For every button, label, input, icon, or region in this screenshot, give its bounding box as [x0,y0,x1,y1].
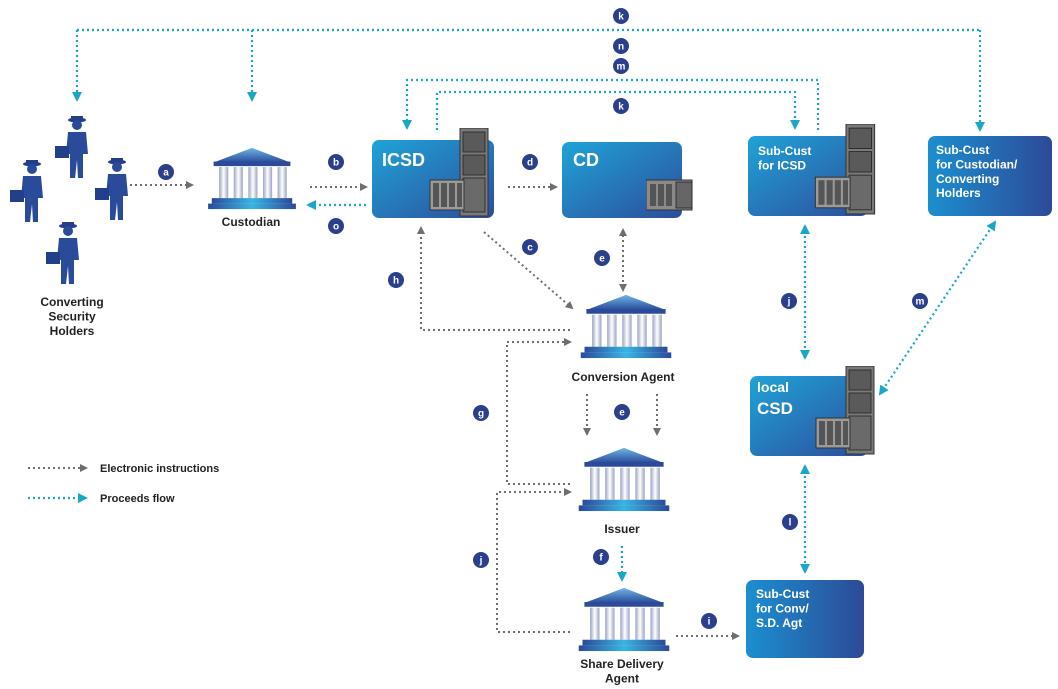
label-line: Sub-Cust [758,144,811,158]
badge-m-right: m [912,293,928,309]
svg-text:f: f [599,553,603,564]
proceeds-line-k-inner [435,90,800,130]
label-line: Share Delivery [580,657,664,671]
svg-text:m: m [916,297,925,308]
proceeds-line-k-top [72,28,985,132]
badge-d: d [522,154,538,170]
badge-e-mid: e [614,404,630,420]
label-line: S.D. Agt [756,616,802,630]
businessman-icon [46,222,79,284]
legend-electronic-label: Electronic instructions [100,463,219,475]
issuer-label: Issuer [604,522,640,536]
svg-text:j: j [787,297,791,308]
svg-text:e: e [619,408,625,419]
conversion-agent-label: Conversion Agent [572,370,675,384]
badge-j-left: j [473,552,489,568]
electronic-arrow-c [483,231,574,310]
issuer-node: Issuer [578,447,670,536]
svg-text:d: d [527,158,533,169]
local-csd-label-1: local [757,379,789,395]
badge-c: c [522,239,538,255]
bank-building-icon [580,294,672,359]
legend-proceeds-label: Proceeds flow [100,493,175,505]
badge-k-inner: k [613,98,629,114]
label-line: Holders [50,324,95,338]
local-csd-label-2: CSD [757,399,793,418]
label-line: Sub-Cust [936,143,989,157]
proceeds-arrow-m-right [878,220,997,396]
badge-n: n [613,38,629,54]
proceeds-line-m-top [402,78,820,130]
badge-g: g [473,405,489,421]
label-line: for Custodian/ [936,157,1018,171]
badge-f: f [593,549,609,565]
badge-e-top: e [594,250,610,266]
electronic-arrow-h [417,226,570,331]
icsd-label: ICSD [382,150,425,170]
svg-text:a: a [163,168,169,179]
svg-text:k: k [618,12,624,23]
label-line: Agent [605,671,639,685]
badge-h: h [388,272,404,288]
cd-label: CD [573,150,599,170]
electronic-arrow-j-left [496,488,572,633]
svg-text:n: n [618,42,624,53]
svg-text:l: l [789,518,792,529]
conversion-agent-node: Conversion Agent [572,294,675,384]
svg-text:g: g [478,409,484,420]
bank-building-icon [578,447,670,512]
step-badges: a b o d c h e e g j j f i l m k n m k [158,8,928,629]
svg-text:i: i [708,617,711,628]
businessman-icon [10,160,43,222]
svg-text:m: m [617,62,626,73]
badge-o: o [328,218,344,234]
badge-m-top: m [613,58,629,74]
svg-text:b: b [333,158,339,169]
server-tower-icon [646,179,693,211]
connectors [72,28,997,640]
svg-text:k: k [618,102,624,113]
badge-k-top: k [613,8,629,24]
custodian-label: Custodian [222,215,281,229]
legend: Electronic instructions Proceeds flow [28,463,219,505]
businessman-icon [55,116,88,178]
cd-node: CD [562,142,693,218]
svg-text:o: o [333,222,339,233]
custodian-node: Custodian [208,147,296,229]
svg-text:e: e [599,254,605,265]
svg-text:h: h [393,276,399,287]
label-line: for ICSD [758,158,806,172]
badge-j-right: j [781,293,797,309]
label-line: Sub-Cust [756,587,809,601]
badge-a: a [158,164,174,180]
electronic-arrow-g [506,338,572,485]
label-line: Security [48,309,96,323]
label-line: for Conv/ [756,601,809,615]
label-line: Holders [936,186,981,200]
svg-text:j: j [479,556,483,567]
bank-building-icon [578,587,670,652]
businessman-icon [95,158,128,220]
badge-l: l [782,514,798,530]
bank-building-icon [208,147,296,210]
badge-i: i [701,613,717,629]
badge-b: b [328,154,344,170]
local-csd-node: local CSD [750,366,875,456]
svg-text:c: c [527,243,533,254]
icsd-node: ICSD [372,128,494,218]
label-line: Converting [936,172,999,186]
label-line: Converting [40,295,103,309]
